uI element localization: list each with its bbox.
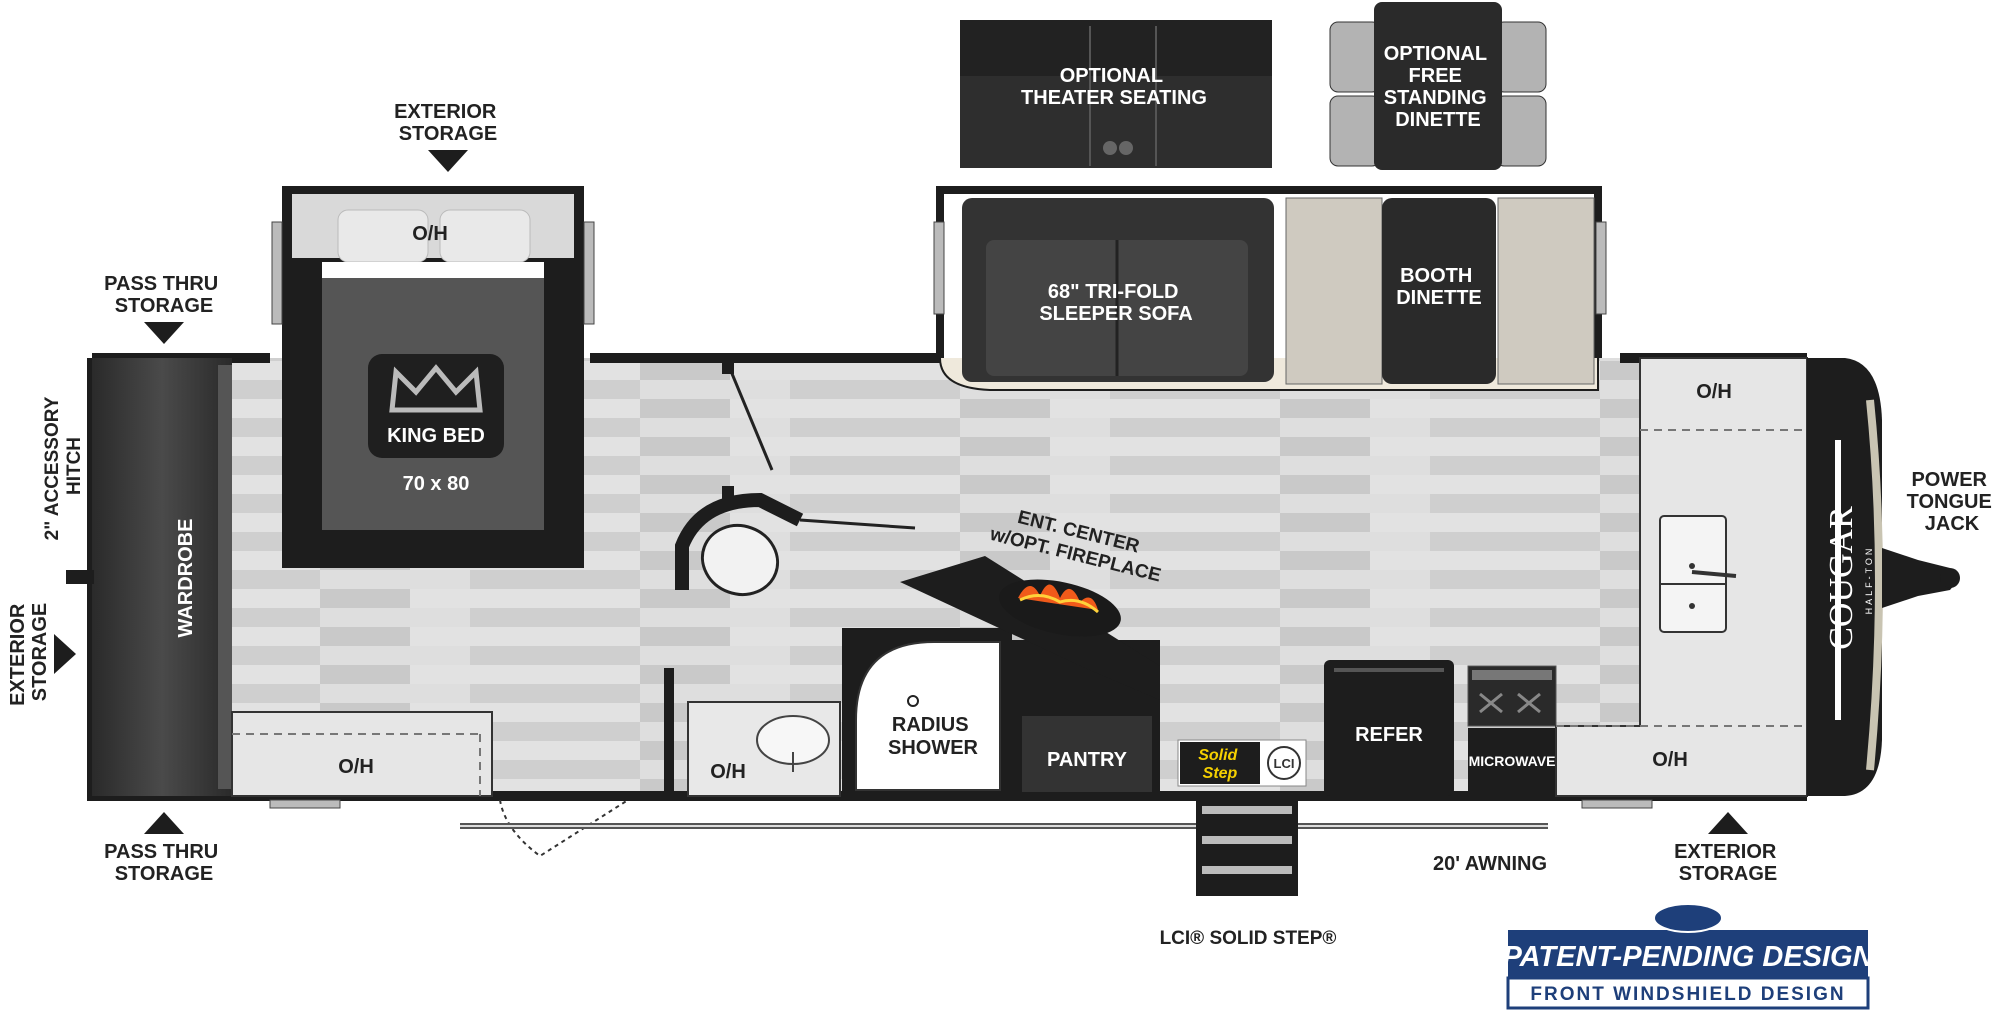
lci-badge-text: LCI xyxy=(1274,756,1295,771)
brand-logo: COUGAR xyxy=(1823,506,1860,650)
patent-pending-badge: PATENT-PENDING DESIGN FRONT WINDSHIELD D… xyxy=(1502,903,1875,1010)
bath-vanity: O/H xyxy=(664,668,841,797)
awning-label: 20' AWNING xyxy=(1433,853,1547,875)
exterior-storage-front-label: EXTERIOR STORAGE xyxy=(1674,841,1782,885)
free-standing-dinette-label: OPTIONAL FREE STANDING DINETTE xyxy=(1384,43,1493,131)
bathroom-toilet xyxy=(675,486,916,596)
optional-free-standing-dinette: OPTIONAL FREE STANDING DINETTE xyxy=(1329,2,1547,170)
bed-oh-label: O/H xyxy=(412,223,448,245)
flame-icon xyxy=(1018,584,1098,610)
theater-seating-label: OPTIONAL THEATER SEATING xyxy=(1021,65,1207,109)
bath-oh-label: O/H xyxy=(710,761,746,783)
rear-oh-label: O/H xyxy=(338,756,374,778)
brand-emblem-icon xyxy=(1653,903,1723,933)
booth-dinette-table xyxy=(1382,198,1496,384)
arrow-up-icon xyxy=(144,812,184,834)
solid-step-badge-text: Solid Step xyxy=(1198,747,1242,782)
wardrobe-label: WARDROBE xyxy=(175,519,197,638)
refrigerator: REFER xyxy=(1324,660,1454,796)
radius-shower-label: RADIUS SHOWER xyxy=(888,714,979,759)
kitchen-oh-bottom-label: O/H xyxy=(1652,749,1688,771)
solid-step-label: LCI® SOLID STEP® xyxy=(1160,928,1337,949)
bedroom-door xyxy=(722,358,774,471)
exterior-storage-top-label: EXTERIOR STORAGE xyxy=(394,101,502,145)
tongue-jack-icon xyxy=(1882,548,1960,608)
arrow-down-icon xyxy=(428,150,468,172)
accessory-hitch-label: 2" ACCESSORY HITCH xyxy=(42,392,85,541)
radius-shower: RADIUS SHOWER xyxy=(842,628,1012,796)
stove-microwave: MICROWAVE xyxy=(1467,665,1557,796)
arrow-up-icon xyxy=(1708,812,1748,834)
kitchen-oh-top-label: O/H xyxy=(1696,381,1732,403)
crown-icon xyxy=(389,364,483,413)
living-slideout: 68" TRI-FOLD SLEEPER SOFA BOOTH DINETTE xyxy=(933,186,1607,391)
bed-size-label: 70 x 80 xyxy=(403,473,470,495)
entry-door-awning xyxy=(269,799,1653,858)
optional-theater-seating: OPTIONAL THEATER SEATING xyxy=(960,20,1272,168)
sleeper-sofa-label: 68" TRI-FOLD SLEEPER SOFA xyxy=(1039,281,1192,325)
pantry-label: PANTRY xyxy=(1047,749,1128,771)
arrow-right-icon xyxy=(54,634,76,674)
front-cap: COUGAR HALF-TON xyxy=(1807,358,1960,796)
brand-sub-logo: HALF-TON xyxy=(1864,546,1874,615)
patent-pending-label: PATENT-PENDING DESIGN xyxy=(1502,941,1874,973)
refer-label: REFER xyxy=(1355,724,1423,746)
rear-overhead-cabinet: O/H xyxy=(231,711,493,797)
solid-step-badge: Solid Step LCI xyxy=(1177,739,1307,787)
power-tongue-jack-label: POWER TONGUE JACK xyxy=(1907,469,1998,535)
front-windshield-label: FRONT WINDSHIELD DESIGN xyxy=(1530,984,1845,1005)
wardrobe: WARDROBE xyxy=(92,358,232,796)
exterior-storage-left-label: EXTERIOR STORAGE xyxy=(7,598,51,706)
bedroom-slideout: O/H KING BED 70 x 80 xyxy=(271,186,595,568)
pass-thru-storage-bottom-label: PASS THRU STORAGE xyxy=(104,841,224,885)
solid-step xyxy=(1196,796,1298,896)
arrow-down-icon xyxy=(144,322,184,344)
pass-thru-storage-top-label: PASS THRU STORAGE xyxy=(104,273,224,317)
king-bed-label: KING BED xyxy=(387,425,485,447)
microwave-label: MICROWAVE xyxy=(1469,753,1556,769)
callouts: EXTERIOR STORAGE PASS THRU STORAGE PASS … xyxy=(7,101,1998,949)
booth-dinette-label: BOOTH DINETTE xyxy=(1396,265,1482,309)
hitch-icon xyxy=(66,570,94,584)
